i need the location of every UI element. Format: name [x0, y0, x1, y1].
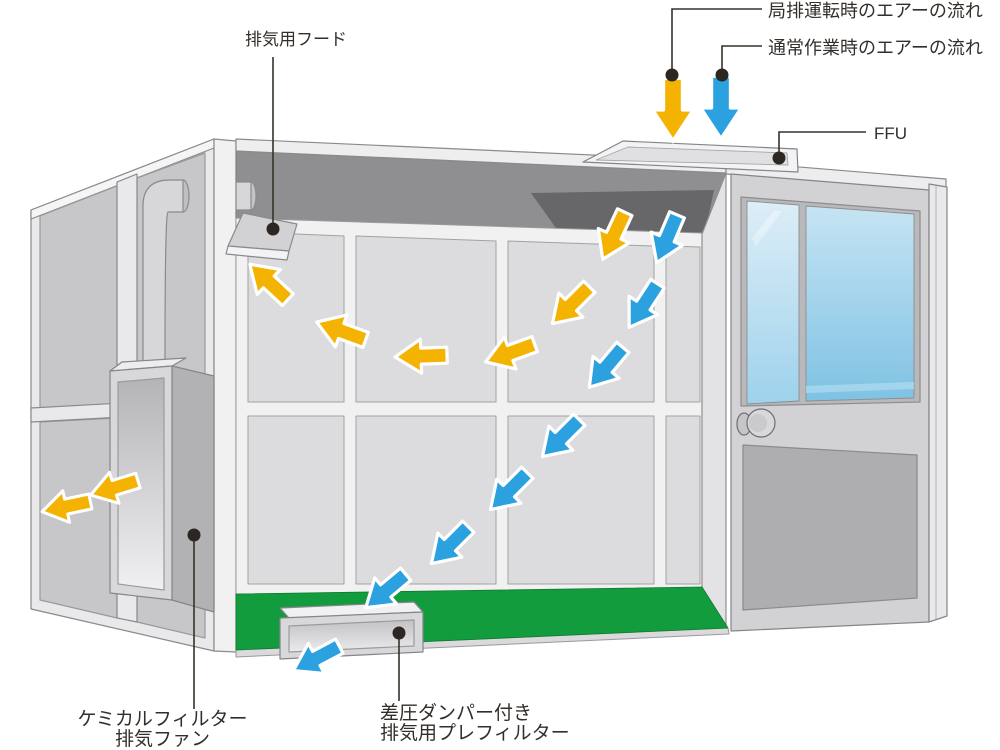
chemical-filter-fan-unit — [109, 357, 215, 613]
label-prefilter-line2: 排気用プレフィルター — [380, 723, 570, 744]
label-chemical-filter-fan-line1: ケミカルフィルター — [77, 709, 248, 730]
exhaust-duct — [142, 179, 190, 365]
leader-dots — [187, 68, 786, 640]
label-normal-airflow: 通常作業時のエアーの流れ — [768, 38, 983, 58]
exhaust-hood — [225, 212, 298, 261]
back-wall — [235, 217, 703, 595]
label-prefilter: 差圧ダンパー付き 排気用プレフィルター — [380, 704, 570, 744]
airflow-arrow-yellow-top — [650, 75, 696, 144]
prefilter-unit — [279, 601, 424, 660]
door-window-right-pane — [805, 205, 915, 402]
label-exhaust-hood: 排気用フード — [245, 30, 347, 49]
door-side-end-cap — [928, 183, 948, 623]
label-chemical-filter-fan-line2: 排気ファン — [114, 729, 210, 750]
door-window-left-pane — [746, 200, 800, 405]
label-chemical-filter-fan: ケミカルフィルター 排気ファン — [55, 710, 270, 750]
label-ffu: FFU — [874, 124, 908, 143]
right-corner-post — [701, 172, 727, 631]
leader-lines — [193, 8, 866, 709]
hood-duct-elbow — [235, 181, 257, 211]
airflow-arrow-blue-top — [698, 73, 744, 142]
door — [725, 160, 948, 632]
label-local-exhaust-airflow: 局排運転時のエアーの流れ — [768, 1, 983, 21]
door-knob — [736, 408, 776, 438]
door-lower-panel — [742, 444, 918, 611]
label-prefilter-line1: 差圧ダンパー付き — [380, 703, 533, 724]
ffu-unit — [582, 140, 799, 173]
